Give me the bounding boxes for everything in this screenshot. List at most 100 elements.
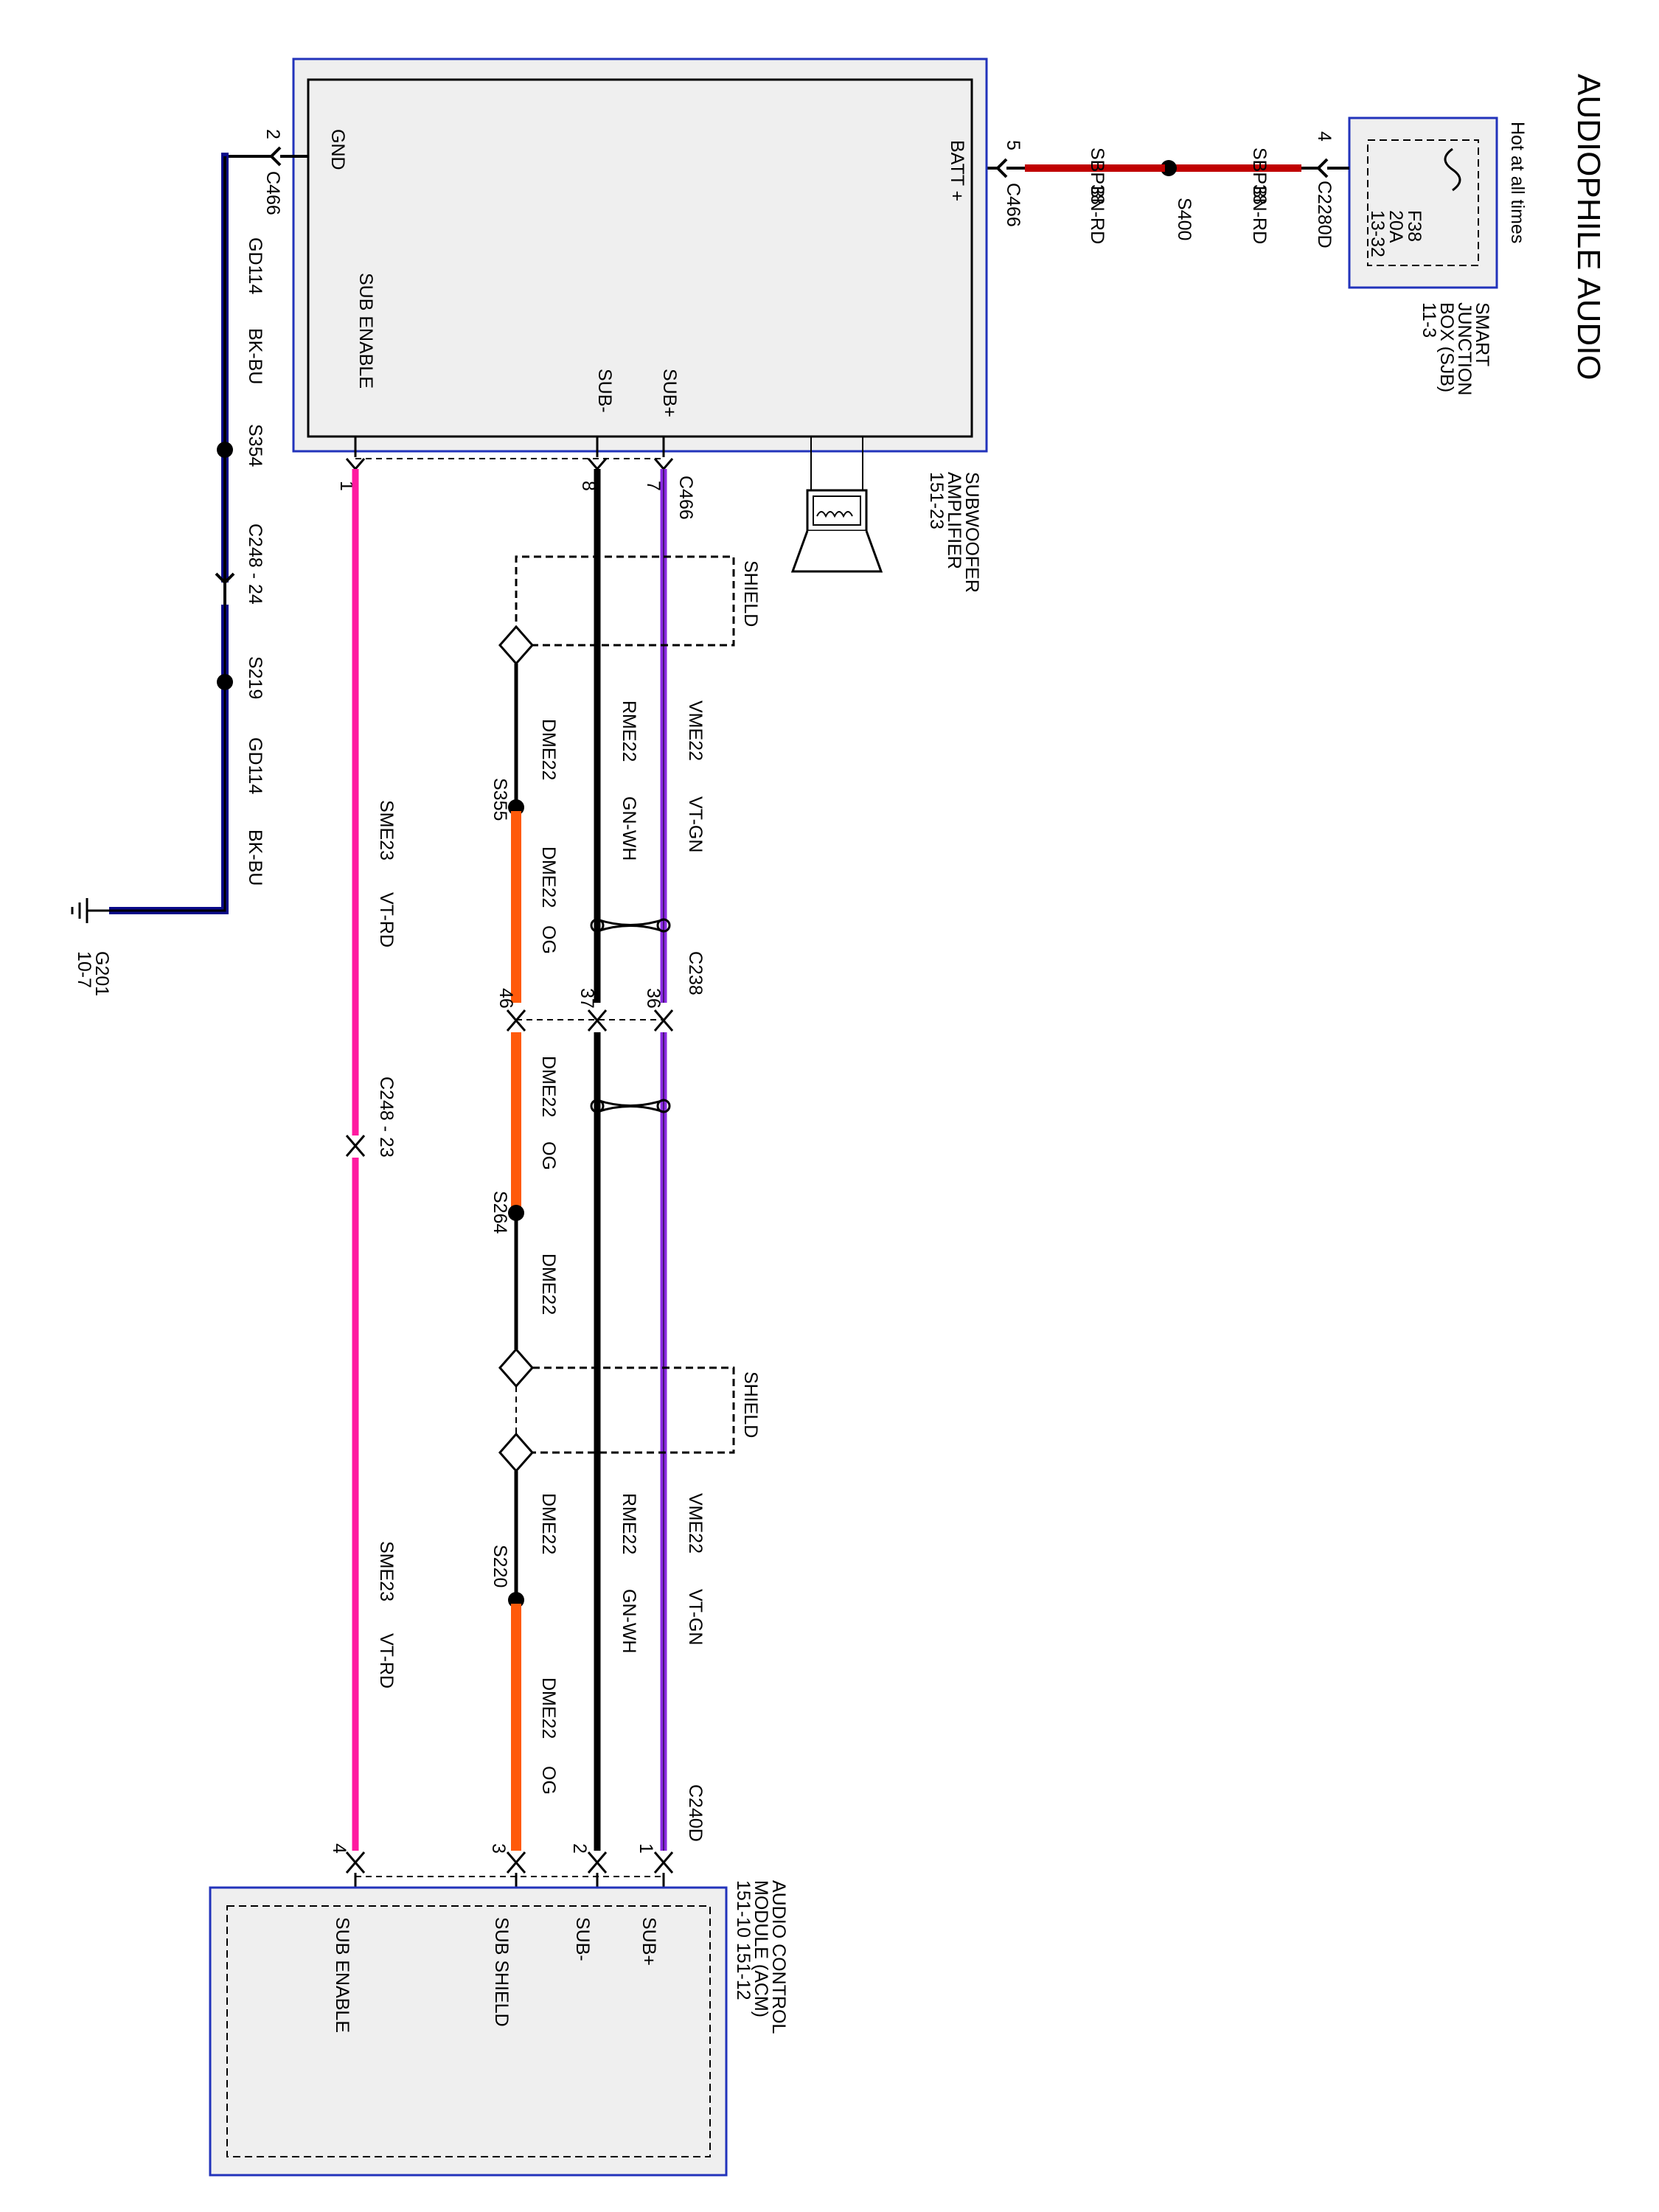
vme22-color-1: VT-GN — [685, 796, 706, 852]
c238-pin-46: 46 — [495, 988, 516, 1009]
s219-label: S219 — [245, 656, 265, 699]
c238-label: C238 — [685, 951, 706, 995]
acm-ref: 151-10 151-12 — [733, 1880, 754, 2000]
connector-c466-pin8-icon — [587, 458, 608, 471]
g201-label: G201 — [91, 951, 112, 996]
splice-s400[interactable] — [1161, 160, 1177, 176]
c2280d-label: C2280D — [1314, 181, 1335, 248]
connector-c2280d-icon — [1316, 158, 1329, 178]
sjb-ref: 11-3 — [1419, 302, 1439, 338]
rme22-color-2: GN-WH — [619, 1589, 639, 1653]
smart-junction-box[interactable] — [1348, 116, 1498, 289]
splice-s264[interactable] — [508, 1205, 524, 1221]
gd114-circuit-1: GD114 — [245, 237, 265, 294]
sjb-fuse-amp: 20A — [1385, 210, 1406, 243]
c466-batt-pin: 5 — [1003, 140, 1023, 150]
amp-name-line1: SUBWOOFER — [961, 472, 982, 593]
c240d-pin-1: 1 — [636, 1843, 656, 1854]
vme22-circuit-1: VME22 — [685, 700, 706, 761]
acm-name-line1: AUDIO CONTROL — [768, 1880, 789, 2034]
connector-c238-pin36-icon — [653, 1009, 674, 1032]
dme22-circuit-f: DME22 — [538, 1677, 559, 1739]
c466-pin-1: 1 — [336, 481, 357, 491]
shield-1-outline — [515, 555, 735, 647]
amp-name-line2: AMPLIFIER — [944, 472, 964, 569]
splice-s354[interactable] — [217, 442, 233, 458]
c466-pin-7: 7 — [643, 481, 664, 491]
connector-c238-pin46-icon — [506, 1009, 526, 1032]
connector-c240d-pin3-icon — [506, 1851, 526, 1874]
dme22-color-c: OG — [538, 1141, 559, 1170]
connector-c466-batt-icon — [995, 158, 1008, 178]
shield-2-label: SHIELD — [740, 1371, 761, 1438]
acm-pin-sub-plus: SUB+ — [639, 1917, 659, 1966]
s220-label: S220 — [490, 1545, 510, 1587]
acm-pin-sub-shield: SUB SHIELD — [491, 1917, 512, 2027]
dme22-circuit-b: DME22 — [538, 846, 559, 908]
gd114-color-1: BK-BU — [245, 328, 265, 384]
sbp38-color-2: BN-RD — [1087, 186, 1107, 244]
connector-c466-pin1-icon — [345, 458, 366, 471]
connector-c238-pin37-icon — [587, 1009, 608, 1032]
c466-gnd-conn: C466 — [262, 171, 283, 215]
c248-24-label: C248 - 24 — [245, 524, 265, 605]
c466-lower-conn: C466 — [675, 476, 696, 520]
connector-c240d-pin2-icon — [587, 1851, 608, 1874]
dme22-circuit-a: DME22 — [538, 719, 559, 780]
audio-control-module[interactable] — [209, 1886, 728, 2177]
c248-23-label: C248 - 23 — [376, 1077, 397, 1158]
s400-label: S400 — [1174, 198, 1194, 240]
s264-label: S264 — [490, 1191, 510, 1234]
c240d-pin-4: 4 — [329, 1843, 349, 1854]
connector-c240d-pin4-icon — [345, 1851, 366, 1874]
c240d-label: C240D — [685, 1784, 706, 1842]
subwoofer-amplifier[interactable] — [292, 58, 988, 453]
shield-1-label: SHIELD — [740, 560, 761, 627]
sjb-fuse-ref: 13-32 — [1367, 210, 1388, 257]
sjb-hot-label: Hot at all times — [1507, 122, 1528, 243]
dme22-circuit-d: DME22 — [538, 1253, 559, 1315]
amp-pin-batt: BATT + — [947, 140, 967, 201]
sbp38-circuit-2: SBP38 — [1087, 147, 1107, 205]
gd114-color-2: BK-BU — [245, 830, 265, 886]
ground-g201-icon — [71, 898, 109, 923]
rme22-circuit-2: RME22 — [619, 1493, 639, 1554]
sme23-circuit-2: SME23 — [376, 1541, 397, 1601]
c466-batt-conn: C466 — [1003, 183, 1023, 227]
s355-label: S355 — [490, 778, 510, 821]
shield-2-diamond-bottom-icon — [498, 1432, 534, 1473]
c2280d-pin: 4 — [1314, 131, 1335, 142]
connector-c240d-pin1-icon — [653, 1851, 674, 1874]
c466-gnd-pin: 2 — [262, 129, 283, 139]
sme23-color-1: VT-RD — [376, 892, 397, 947]
dme22-circuit-e: DME22 — [538, 1493, 559, 1554]
acm-pin-sub-minus: SUB- — [572, 1917, 593, 1961]
amp-pin-sub-enable: SUB ENABLE — [355, 273, 376, 389]
dme22-color-b: OG — [538, 925, 559, 954]
gd114-circuit-2: GD114 — [245, 737, 265, 794]
c238-pin-36: 36 — [643, 988, 664, 1009]
amp-pin-sub-minus: SUB- — [594, 369, 615, 413]
connector-c466-gnd-icon — [269, 146, 282, 167]
shield-2-diamond-top-icon — [498, 1347, 534, 1388]
twisted-pair-icon-1 — [590, 918, 671, 933]
connector-c466-pin7-icon — [653, 458, 674, 471]
s354-label: S354 — [245, 424, 265, 467]
wire-gd114-ground — [109, 605, 229, 914]
sme23-color-2: VT-RD — [376, 1633, 397, 1688]
vme22-circuit-2: VME22 — [685, 1493, 706, 1554]
shield-2-outline — [532, 1366, 735, 1454]
c238-pin-37: 37 — [577, 988, 597, 1009]
sbp38-color-1: BN-RD — [1249, 186, 1270, 244]
c466-pin-8: 8 — [578, 481, 599, 491]
g201-ref: 10-7 — [74, 951, 94, 988]
acm-name-line2: MODULE (ACM) — [751, 1880, 771, 2017]
diagram-title: AUDIOPHILE AUDIO — [1571, 74, 1607, 380]
rme22-color-1: GN-WH — [619, 796, 639, 860]
amp-ref: 151-23 — [926, 472, 947, 529]
splice-s219[interactable] — [217, 674, 233, 690]
sjb-name-line3: BOX (SJB) — [1436, 302, 1457, 392]
sjb-name-line1: SMART — [1472, 302, 1492, 366]
fuse-icon — [1444, 147, 1461, 192]
